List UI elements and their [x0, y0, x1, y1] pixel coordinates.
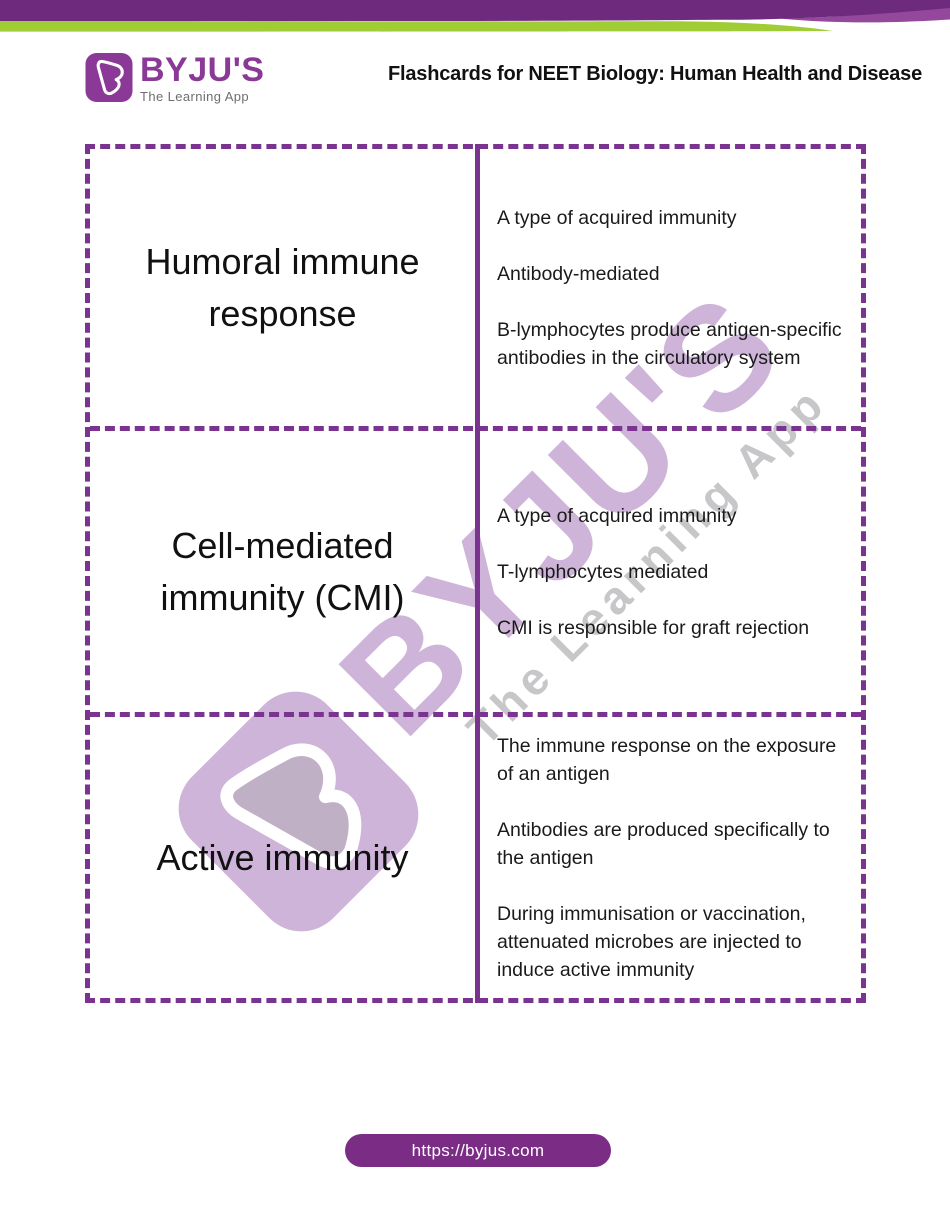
fact-text: During immunisation or vaccination, atte… — [497, 902, 806, 981]
term-cell: Active immunity — [90, 717, 475, 998]
flashcard-row-cell-mediated: Cell-mediated immunity (CMI) A type of a… — [90, 426, 861, 712]
term-cell: Humoral immune response — [90, 149, 475, 426]
facts-cell: A type of acquired immunity T-lymphocyte… — [475, 431, 861, 712]
header-green-band — [0, 21, 833, 32]
facts-cell: The immune response on the exposure of a… — [475, 717, 861, 998]
byjus-logo: BYJU'S The Learning App — [85, 52, 264, 104]
logo-tagline-text: The Learning App — [140, 89, 250, 104]
fact-text: A type of acquired immunity — [497, 504, 737, 527]
footer-url-text: https://byjus.com — [411, 1140, 545, 1160]
header-swoosh-banner — [0, 0, 950, 32]
fact-text: CMI is responsible for graft rejection — [497, 616, 810, 639]
fact-text: B-lymphocytes produce antigen-specific a… — [497, 318, 842, 369]
term-text: Cell-mediated immunity (CMI) — [160, 525, 405, 618]
term-text: Active immunity — [156, 836, 409, 878]
flashcard-row-humoral: Humoral immune response A type of acquir… — [90, 149, 861, 426]
logo-brand-text: BYJU'S — [140, 51, 265, 89]
header-light-purple-curve — [780, 4, 950, 23]
page-title: Flashcards for NEET Biology: Human Healt… — [388, 63, 922, 85]
byjus-badge-icon — [85, 53, 133, 102]
header-dark-purple-band — [0, 0, 950, 22]
fact-text: The immune response on the exposure of a… — [497, 734, 837, 785]
fact-text: Antibody-mediated — [497, 262, 660, 285]
term-cell: Cell-mediated immunity (CMI) — [90, 431, 475, 712]
facts-cell: A type of acquired immunity Antibody-med… — [475, 149, 861, 426]
fact-text: Antibodies are produced specifically to … — [497, 818, 830, 869]
column-divider — [475, 144, 480, 1003]
flashcard-table: Humoral immune response A type of acquir… — [85, 144, 866, 1003]
fact-text: T-lymphocytes mediated — [497, 560, 709, 583]
footer-url-pill[interactable]: https://byjus.com — [345, 1134, 611, 1167]
term-text: Humoral immune response — [145, 241, 420, 334]
fact-text: A type of acquired immunity — [497, 206, 737, 229]
